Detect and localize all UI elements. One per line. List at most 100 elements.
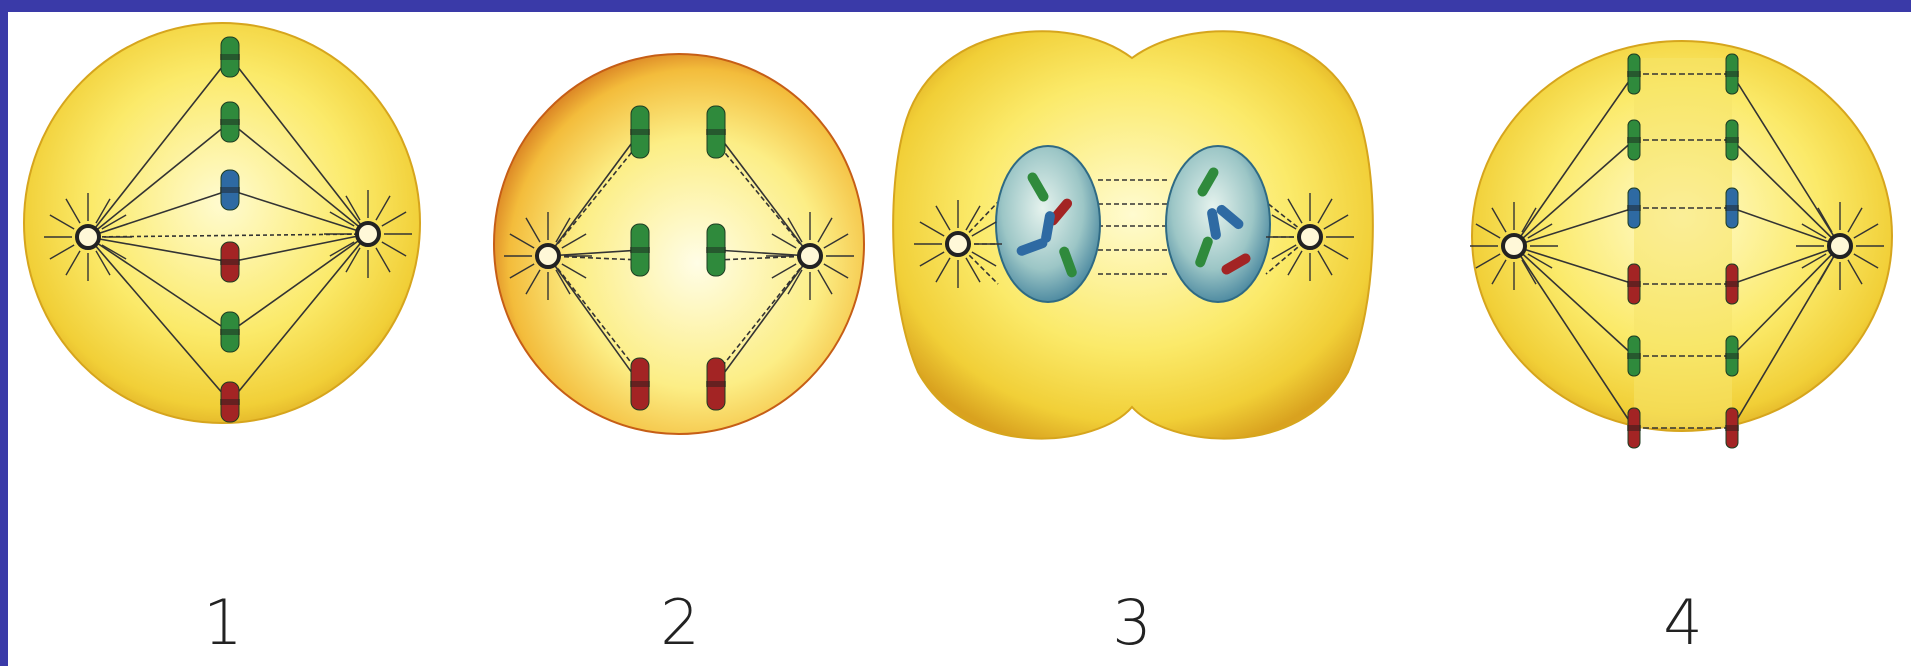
cell-4-centrosome-left-aster-ray bbox=[1475, 253, 1501, 269]
cell-4-spindle-fiber bbox=[1513, 245, 1635, 357]
cell-2-membrane bbox=[493, 53, 865, 435]
cell-1-chromosomes bbox=[220, 36, 240, 423]
cell-4-spindle-fiber bbox=[1513, 245, 1635, 429]
cell-4-chromosome-right-centromere bbox=[1725, 71, 1739, 77]
cell-2-spindle bbox=[547, 131, 811, 385]
cell-2-spindle-dashed-fiber bbox=[547, 255, 641, 261]
cell-2-chromosome-right bbox=[706, 357, 726, 411]
cell-2-centrosome-right-aster-ray bbox=[817, 217, 833, 243]
cell-4-chromosome-left-centromere bbox=[1627, 137, 1641, 143]
cell-2-centrosome-left-aster-ray bbox=[561, 263, 587, 279]
cell-1-spindle-fiber bbox=[87, 189, 231, 238]
cell-2-centrosome-left-aster-ray bbox=[525, 217, 541, 243]
cell-3-membrane bbox=[892, 30, 1374, 440]
cell-4-chromosome-left-centromere bbox=[1627, 353, 1641, 359]
cell-4-chromosome-right-centromere bbox=[1725, 281, 1739, 287]
cell-3-centrosome-left-aster-ray bbox=[971, 221, 997, 237]
cell-2-centrosome-right-aster-ray bbox=[817, 269, 833, 295]
cell-2-centrosome-left-centriole bbox=[535, 243, 561, 269]
cell-4-spindle-fiber bbox=[1513, 73, 1635, 247]
cell-3-centrosome-left bbox=[914, 200, 1002, 288]
cell-2-chromosome-left-centromere bbox=[630, 247, 650, 253]
cell-1-centrosome-left-centriole bbox=[75, 224, 101, 250]
cell-2-spindle-fiber bbox=[547, 255, 641, 385]
cell-1-spindle-fiber bbox=[229, 233, 369, 263]
cell-4-chromosome-left-centromere bbox=[1627, 205, 1641, 211]
cell-1-centrosome-left bbox=[44, 193, 132, 281]
panel-label-2: 2 bbox=[660, 586, 700, 659]
cell-2 bbox=[493, 53, 865, 435]
cell-4-chromosome-right-centromere bbox=[1725, 353, 1739, 359]
cell-3-chromatin-strand bbox=[1197, 167, 1219, 197]
cell-1-chromosome bbox=[220, 101, 240, 143]
cell-2-centrosome-right-centriole bbox=[797, 243, 823, 269]
cell-1-chromosome-centromere bbox=[220, 54, 240, 60]
cell-3-chromatin-strand bbox=[1207, 208, 1221, 240]
cell-2-centrosome-right-aster-ray bbox=[823, 263, 849, 279]
cell-1-centrosome-left-aster-ray bbox=[95, 198, 111, 224]
cell-4-chromosome-left bbox=[1627, 53, 1641, 95]
cell-3-centrosome-left-aster-ray bbox=[965, 257, 981, 283]
cell-4-chromosome-left-centromere bbox=[1627, 71, 1641, 77]
cell-2-centrosome-left bbox=[504, 212, 592, 300]
cell-3-centrosome-left-aster-ray bbox=[965, 205, 981, 231]
cell-3-centrosome-right-centriole bbox=[1297, 224, 1323, 250]
cell-3-centrosome-right-aster-ray bbox=[1287, 198, 1303, 224]
cell-4-chromosome-left-centromere bbox=[1627, 425, 1641, 431]
cell-3-centrosome-left-aster-ray bbox=[919, 251, 945, 267]
cell-3-centrosome-right-aster-ray bbox=[1317, 198, 1333, 224]
cell-3-centrosome-left-aster-ray bbox=[971, 251, 997, 267]
cell-4-chromosome-left bbox=[1627, 263, 1641, 305]
cell-4-chromosome-right-centromere bbox=[1725, 425, 1739, 431]
cell-4-centrosome-right bbox=[1796, 202, 1884, 290]
cell-4-centrosome-left-aster-ray bbox=[1491, 259, 1507, 285]
diagram-frame: 1 2 3 4 bbox=[8, 12, 1911, 666]
cell-3-chromatin-strand bbox=[1221, 253, 1251, 275]
panel-label-3: 3 bbox=[1112, 586, 1152, 659]
cell-1-centrosome-left-aster-ray bbox=[101, 244, 127, 260]
cell-2-spindle-fiber bbox=[715, 131, 811, 257]
cell-3-chromatin-strand bbox=[1041, 211, 1055, 243]
cell-4-spindle-fiber bbox=[1731, 139, 1841, 247]
cell-3-centrosome-right bbox=[1266, 193, 1354, 281]
cell-2-spindle-fiber bbox=[547, 249, 641, 257]
cell-1-spindle-fiber bbox=[87, 121, 231, 238]
cell-1-centrosome-left-aster-ray bbox=[101, 214, 127, 230]
cell-4-spindle-fiber bbox=[1513, 245, 1635, 285]
cell-4-centrosome-right-aster-ray bbox=[1847, 207, 1863, 233]
cell-1-spindle-fiber bbox=[87, 236, 231, 263]
cell-2-centrosome-right-aster-ray bbox=[787, 269, 803, 295]
cell-1-spindle-fiber bbox=[87, 56, 231, 238]
cell-2-spindle-dashed-fiber bbox=[715, 255, 811, 375]
cell-2-chromosome-right bbox=[706, 105, 726, 159]
cell-2-chromosome-right-centromere bbox=[706, 381, 726, 387]
cell-1-chromosome bbox=[220, 311, 240, 353]
cell-2-centrosome-left-aster-ray bbox=[509, 233, 535, 249]
cell-2-centrosome-right bbox=[766, 212, 854, 300]
cell-3-chromatin-strand bbox=[1027, 172, 1049, 202]
cell-4-chromosome-left bbox=[1627, 187, 1641, 229]
cell-4-centrosome-left-aster-ray bbox=[1491, 207, 1507, 233]
cell-2-chromosome-left-centromere bbox=[630, 381, 650, 387]
cell-2-spindle-fiber bbox=[715, 249, 811, 257]
cell-4-centrosome-left bbox=[1470, 202, 1558, 290]
cell-1-centrosome-left-aster-ray bbox=[95, 250, 111, 276]
cell-1-spindle bbox=[87, 56, 369, 403]
cell-1-centrosome-right-aster-ray bbox=[329, 241, 355, 257]
cell-2-spindle-dashed-fiber bbox=[547, 255, 641, 375]
cell-1 bbox=[23, 22, 421, 424]
cell-4-chromosome-right bbox=[1725, 335, 1739, 377]
cell-3-centrosome-right-aster-ray bbox=[1287, 250, 1303, 276]
cell-2-chromosome-left bbox=[630, 105, 650, 159]
cell-2-spindle-dashed-fiber bbox=[547, 141, 641, 257]
cell-2-spindle-dashed-fiber bbox=[715, 141, 811, 257]
cell-3-centrosome-left-centriole bbox=[945, 231, 971, 257]
cell-1-centrosome-right-aster-ray bbox=[375, 195, 391, 221]
cell-2-chromosome-left-centromere bbox=[630, 129, 650, 135]
cell-4-centrosome-left-centriole bbox=[1501, 233, 1527, 259]
cell-4-chromosome-right bbox=[1725, 407, 1739, 449]
cell-3-centrosome-right-aster-ray bbox=[1271, 214, 1297, 230]
cell-4-centrosome-left-aster-ray bbox=[1475, 223, 1501, 239]
cell-4-chromosomes bbox=[1627, 53, 1739, 449]
cell-1-chromosome bbox=[220, 169, 240, 211]
